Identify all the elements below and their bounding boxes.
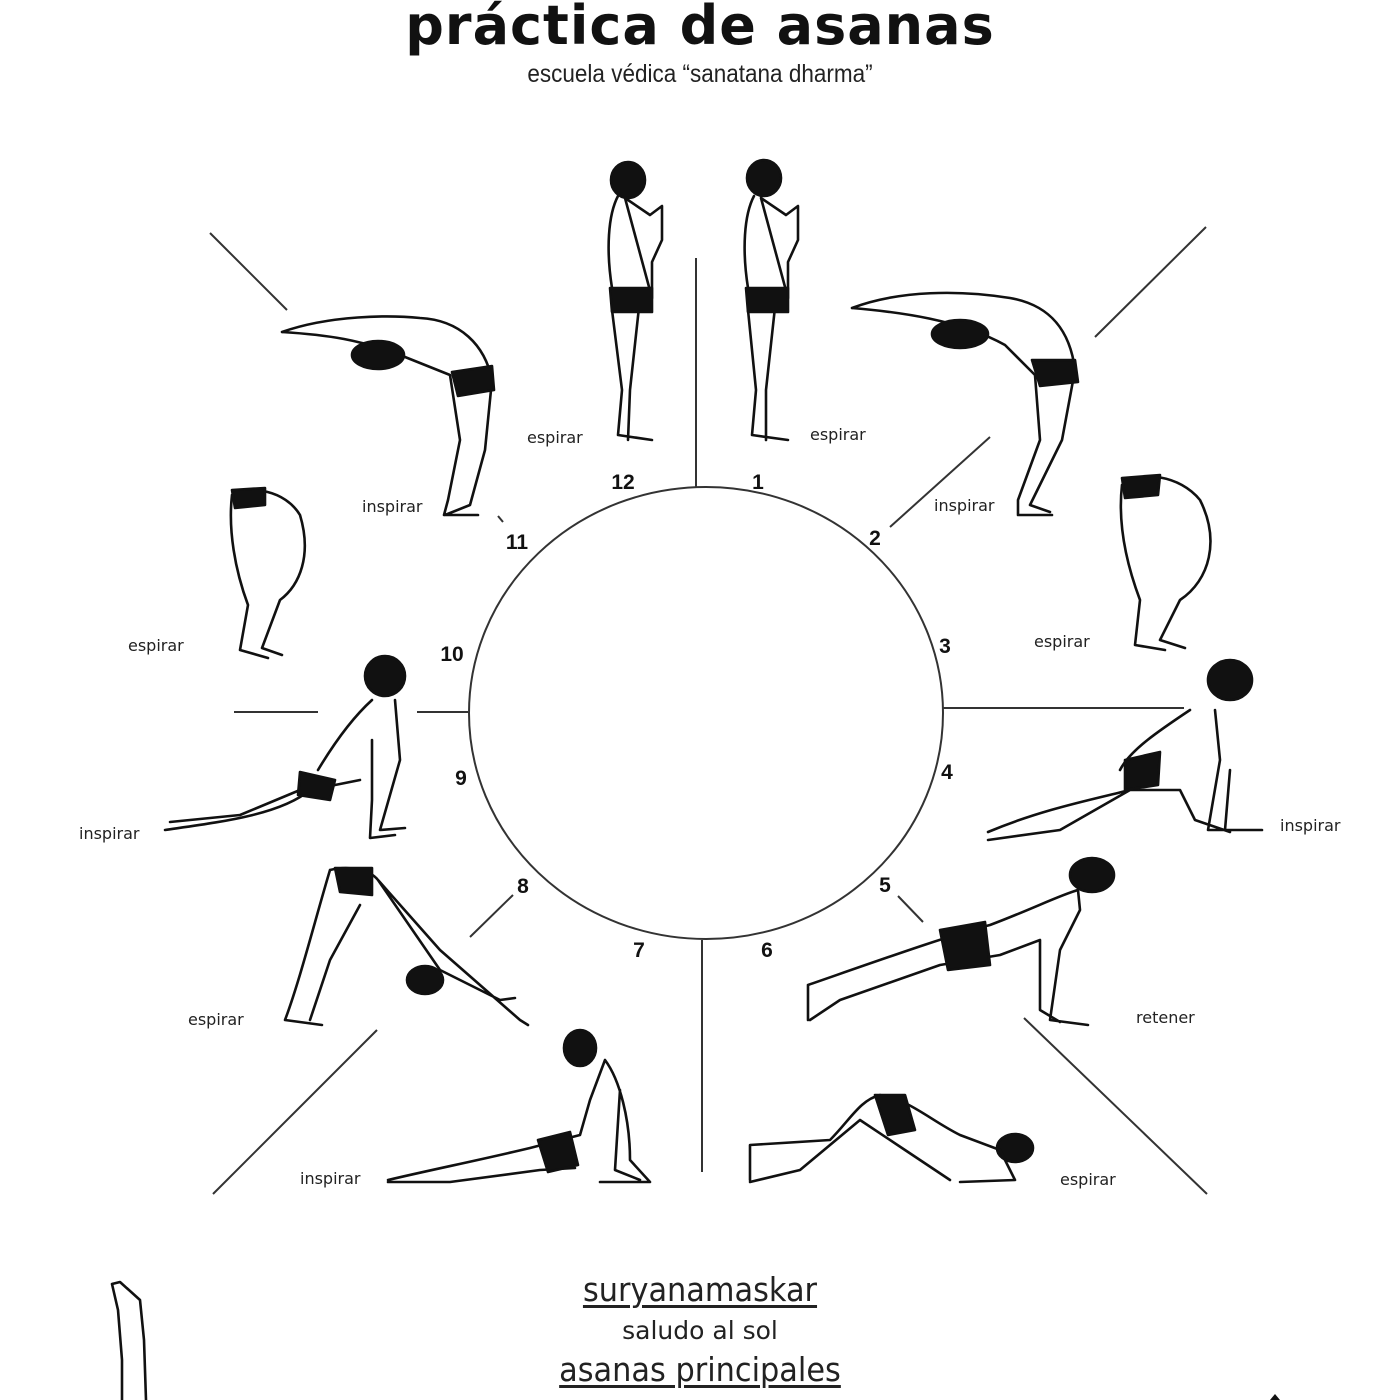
page-subtitle: escuela védica “sanatana dharma” (527, 60, 873, 88)
breath-label-5: retener (1136, 1008, 1195, 1027)
step-number-5: 5 (879, 874, 891, 897)
step-number-7: 7 (633, 939, 645, 962)
pose-6-eight-limbed-figure (748, 1093, 1035, 1184)
pose-1-standing-prayer-figure (743, 158, 800, 442)
pose-2-backbend-figure (850, 291, 1080, 517)
pose-8-downward-dog-figure (283, 866, 530, 1027)
step-number-11: 11 (505, 531, 529, 554)
step-number-4: 4 (941, 761, 953, 784)
pose-10-forward-fold-figure (229, 486, 307, 660)
breath-label-2: inspirar (934, 496, 995, 515)
sequence-name: suryanamaskar (582, 1270, 818, 1309)
step-number-10: 10 (440, 643, 464, 666)
breath-label-4: inspirar (1280, 816, 1341, 835)
pose-4-low-lunge-figure (986, 658, 1264, 842)
breath-label-9: inspirar (79, 824, 140, 843)
divider-lines (209, 226, 1208, 1195)
breath-label-1: espirar (810, 425, 866, 444)
sequence-translation: saludo al sol (622, 1316, 778, 1345)
partial-figure-bottom-right (1270, 1394, 1280, 1400)
step-number-9: 9 (455, 767, 467, 790)
pose-5-plank-figure (806, 856, 1116, 1027)
pose-9-low-lunge-figure (163, 654, 407, 840)
pose-7-cobra-figure (386, 1028, 652, 1184)
pose-12-standing-prayer-figure (607, 160, 664, 442)
step-number-2: 2 (869, 527, 881, 550)
breath-label-11: inspirar (362, 497, 423, 516)
breath-label-8: espirar (188, 1010, 244, 1029)
cycle-circle (468, 486, 944, 940)
pose-3-forward-fold-figure (1119, 473, 1212, 652)
section-heading: asanas principales (559, 1350, 841, 1389)
step-number-6: 6 (761, 939, 773, 962)
breath-label-12: espirar (527, 428, 583, 447)
breath-label-3: espirar (1034, 632, 1090, 651)
breath-label-10: espirar (128, 636, 184, 655)
breath-label-7: inspirar (300, 1169, 361, 1188)
pose-11-backbend-figure (280, 315, 496, 517)
step-number-3: 3 (939, 635, 951, 658)
breath-label-6: espirar (1060, 1170, 1116, 1189)
page-title: práctica de asanas (405, 0, 995, 57)
step-number-1: 1 (752, 471, 764, 494)
partial-figure-bottom-left (110, 1280, 148, 1400)
step-number-12: 12 (611, 471, 635, 494)
step-number-8: 8 (517, 875, 529, 898)
